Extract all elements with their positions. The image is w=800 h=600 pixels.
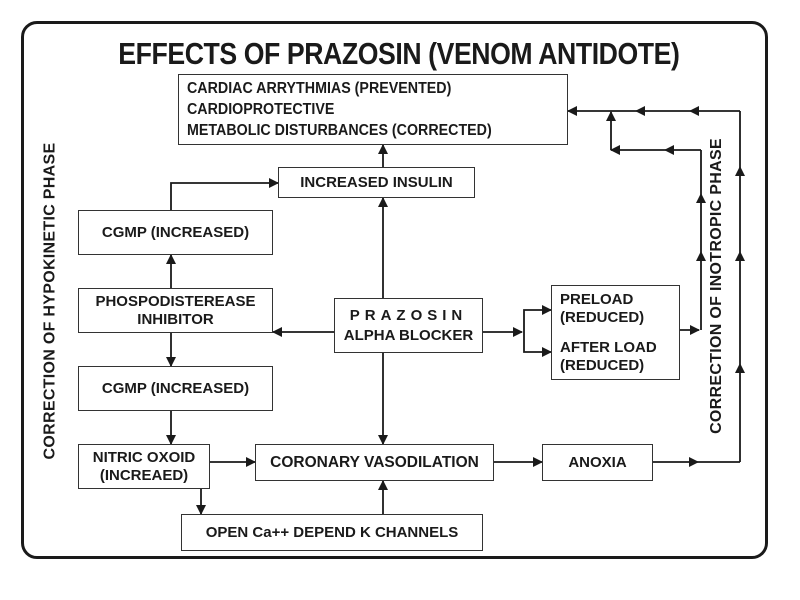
increased-insulin-box: INCREASED INSULIN (278, 167, 475, 198)
anoxia-label: ANOXIA (568, 453, 627, 471)
afterload-status: (REDUCED) (560, 356, 645, 374)
prazosin-box: PRAZOSIN ALPHA BLOCKER (334, 298, 483, 353)
afterload-label: AFTER LOAD (560, 338, 657, 356)
cgmp-lower-box: CGMP (INCREASED) (78, 366, 273, 411)
increased-insulin-label: INCREASED INSULIN (300, 173, 453, 191)
bracket-to-afterload (523, 332, 552, 357)
prazosin-name: PRAZOSIN (349, 306, 468, 324)
preload-status: (REDUCED) (560, 308, 645, 326)
anoxia-box: ANOXIA (542, 444, 653, 481)
preload-label: PRELOAD (560, 290, 634, 308)
load-box: PRELOAD (REDUCED) AFTER LOAD (REDUCED) (551, 285, 680, 380)
outcome-metabolic: METABOLIC DISTURBANCES (CORRECTED) (187, 122, 492, 139)
nitric-oxide-box: NITRIC OXOID (INCREAED) (78, 444, 210, 489)
coronary-vasodilation-box: CORONARY VASODILATION (255, 444, 494, 481)
pde-line-2: INHIBITOR (137, 310, 214, 328)
pde-line-1: PHOSPODISTEREASE (95, 292, 256, 310)
nitric-oxide-line-1: NITRIC OXOID (92, 448, 196, 466)
k-channels-label: OPEN Ca++ DEPEND K CHANNELS (205, 523, 459, 541)
pde-inhibitor-box: PHOSPODISTEREASE INHIBITOR (78, 288, 273, 333)
bracket-to-preload (523, 305, 552, 332)
outcome-arrhythmias: CARDIAC ARRYTHMIAS (PREVENTED) (187, 80, 452, 97)
nitric-oxide-line-2: (INCREAED) (99, 466, 189, 484)
k-channels-box: OPEN Ca++ DEPEND K CHANNELS (181, 514, 483, 551)
outcome-cardioprotective: CARDIOPROTECTIVE (187, 101, 335, 118)
coronary-vasodilation-label: CORONARY VASODILATION (270, 453, 479, 471)
prazosin-class: ALPHA BLOCKER (343, 326, 474, 344)
cgmp-upper-box: CGMP (INCREASED) (78, 210, 273, 255)
cgmp-lower-label: CGMP (INCREASED) (101, 379, 250, 397)
hypokinetic-phase-label: CORRECTION OF HYPOKINETIC PHASE (41, 142, 59, 460)
cgmp-upper-label: CGMP (INCREASED) (101, 223, 250, 241)
diagram-frame (21, 21, 768, 559)
diagram-title: EFFECTS OF PRAZOSIN (VENOM ANTIDOTE) (118, 36, 680, 71)
outcomes-box: CARDIAC ARRYTHMIAS (PREVENTED) CARDIOPRO… (178, 74, 568, 145)
inotropic-phase-label: CORRECTION OF INOTROPIC PHASE (708, 138, 725, 434)
